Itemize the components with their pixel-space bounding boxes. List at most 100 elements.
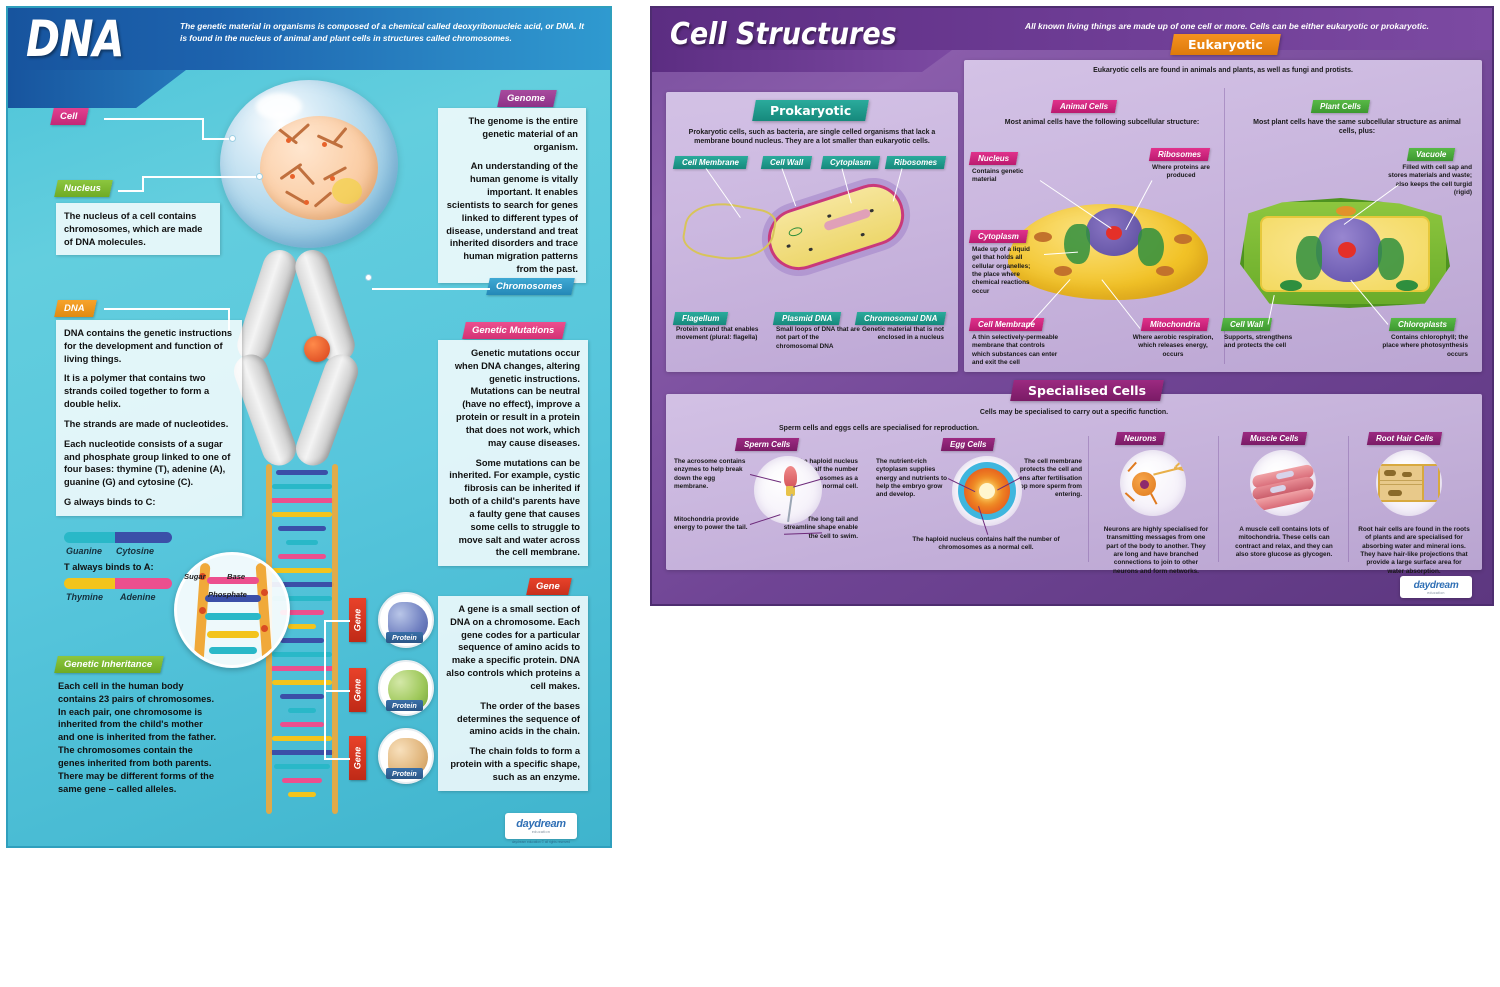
gene-text-2: The order of the bases determines the se… <box>457 700 580 737</box>
dna-text-2: It is a polymer that contains two strand… <box>64 373 210 410</box>
label-nucleus: Nucleus <box>54 180 113 197</box>
leader-gene-3 <box>324 758 350 760</box>
genome-text-1: The genome is the entire genetic materia… <box>468 116 578 152</box>
protein-caption-3: Protein <box>386 768 423 779</box>
prokaryotic-text-flagellum: Protein strand that enables movement (pl… <box>676 326 759 342</box>
specialised-divider-3 <box>1348 436 1349 562</box>
plant-text-cell-wall: Supports, strengthens and protects the c… <box>1224 334 1293 350</box>
cell-logo-tagline: education <box>1427 590 1445 595</box>
base-bar-guanine <box>64 532 117 543</box>
eukaryotic-intro: Eukaryotic cells are found in animals an… <box>1093 67 1353 74</box>
root-hair-cell-illustration <box>1376 450 1442 516</box>
nucleus-description: The nucleus of a cell contains chromosom… <box>56 203 220 256</box>
root-hair-cells-text: Root hair cells are found in the roots o… <box>1358 526 1470 575</box>
animal-label-ribosomes: Ribosomes <box>1148 148 1211 161</box>
plant-cell-illustration <box>1240 198 1450 308</box>
mutations-description: Genetic mutations occur when DNA changes… <box>438 340 588 567</box>
plant-text-vacuole: Filled with cell sap and stores material… <box>1388 164 1472 196</box>
gene-text-3: The chain folds to form a protein with a… <box>450 746 580 782</box>
cell-poster-header <box>652 8 1492 50</box>
base-bar-cytosine <box>115 532 172 543</box>
mutations-text-2: Some mutations can be inherited. For exa… <box>449 457 580 558</box>
dna-title-banner-tail <box>8 70 186 108</box>
prokaryotic-intro: Prokaryotic cells, such as bacteria, are… <box>688 129 936 146</box>
dna-text-1: DNA contains the genetic instructions fo… <box>64 328 233 364</box>
cell-poster-subtitle: All known living things are made up of o… <box>1025 21 1429 31</box>
base-bar-adenine <box>115 578 172 589</box>
animal-text-mitochondria: Where aerobic respiration, which release… <box>1132 334 1214 358</box>
label-chromosomes: Chromosomes <box>486 278 575 295</box>
animal-label-cytoplasm: Cytoplasm <box>968 230 1029 243</box>
label-genetic-inheritance: Genetic Inheritance <box>54 656 164 673</box>
cell-structures-poster: Cell Structures All known living things … <box>650 6 1494 606</box>
animal-label-nucleus: Nucleus <box>968 152 1019 165</box>
leader-nucleus-3 <box>142 176 258 178</box>
neurons-text: Neurons are highly specialised for trans… <box>1103 526 1209 575</box>
daydream-logo-dna: daydream education <box>505 813 577 839</box>
leader-gene-2 <box>324 690 350 692</box>
prokaryotic-label-plasmid-dna: Plasmid DNA <box>772 312 842 325</box>
animal-cells-heading: Animal Cells <box>1050 100 1118 113</box>
label-genetic-mutations: Genetic Mutations <box>462 322 567 339</box>
label-genome: Genome <box>497 90 557 107</box>
genome-text-2: An understanding of the human genome is … <box>446 161 578 275</box>
dna-poster: DNA The genetic material in organisms is… <box>6 6 612 848</box>
specialised-divider-2 <box>1218 436 1219 562</box>
leader-dot-cell <box>229 135 236 142</box>
plant-cells-heading: Plant Cells <box>1310 100 1371 113</box>
sperm-note-haploid: The haploid nucleus contains half the nu… <box>782 458 858 490</box>
neurons-heading: Neurons <box>1114 432 1166 445</box>
plant-cells-intro: Most plant cells have the same subcellul… <box>1253 119 1461 136</box>
base-label-guanine: Guanine <box>66 546 103 556</box>
mutations-text-1: Genetic mutations occur when DNA changes… <box>454 348 580 448</box>
base-bar-thymine <box>64 578 117 589</box>
dna-text-3: The strands are made of nucleotides. <box>64 418 229 429</box>
daydream-logo-cell: daydream education <box>1400 576 1472 598</box>
protein-caption-2: Protein <box>386 700 423 711</box>
base-label-cytosine: Cytosine <box>116 546 155 556</box>
muscle-cells-text: A muscle cell contains lots of mitochond… <box>1235 526 1333 558</box>
magnifier-label-sugar: Sugar <box>184 572 206 581</box>
leader-dot-chromosomes <box>365 274 372 281</box>
magnifier-label-base: Base <box>227 572 246 581</box>
dna-poster-title: DNA <box>26 10 124 68</box>
leader-cell-3 <box>202 138 232 140</box>
egg-cell-illustration <box>952 456 1022 526</box>
nucleotide-magnifier <box>174 552 290 668</box>
animal-text-cell-membrane: A thin selectively-permeable membrane th… <box>972 334 1059 366</box>
leader-gene-spine <box>324 620 326 760</box>
magnifier-label-phosphate: Phosphate <box>208 590 247 599</box>
root-hair-cells-heading: Root Hair Cells <box>1366 432 1443 445</box>
prokaryotic-label-ribosomes: Ribosomes <box>884 156 947 169</box>
sperm-note-acrosome: The acrosome contains enzymes to help br… <box>674 458 746 490</box>
leader-chromosomes <box>372 288 490 290</box>
dna-text-4: Each nucleotide consists of a sugar and … <box>64 438 231 488</box>
animal-text-nucleus: Contains genetic material <box>972 168 1024 184</box>
prokaryotic-text-plasmid-dna: Small loops of DNA that are not part of … <box>776 326 860 350</box>
leader-cell <box>104 118 204 120</box>
dna-text-5: G always binds to C: <box>64 497 156 508</box>
gene-tag-2: Gene <box>349 668 366 712</box>
dna-poster-header <box>8 8 610 70</box>
egg-cells-heading: Egg Cells <box>940 438 996 451</box>
egg-note-membrane: The cell membrane protects the cell and … <box>1005 458 1082 499</box>
neuron-illustration <box>1120 450 1186 516</box>
sperm-cell-illustration <box>754 456 822 524</box>
prokaryotic-label-cell-wall: Cell Wall <box>760 156 813 169</box>
eukaryotic-heading: Eukaryotic <box>1170 34 1281 55</box>
eukaryotic-divider <box>1224 88 1225 364</box>
logo-name: daydream <box>516 818 566 830</box>
specialised-cells-intro: Cells may be specialised to carry out a … <box>979 409 1169 416</box>
egg-note-haploid: The haploid nucleus contains half the nu… <box>912 536 1060 552</box>
plant-label-chloroplasts: Chloroplasts <box>1388 318 1457 331</box>
chromosome-illustration <box>229 245 394 474</box>
specialised-cells-heading: Specialised Cells <box>1010 380 1164 401</box>
leader-cell-2 <box>202 118 204 140</box>
prokaryotic-label-chromosomal-dna: Chromosomal DNA <box>854 312 947 325</box>
inheritance-text: Each cell in the human body contains 23 … <box>58 681 217 794</box>
plant-label-cell-wall: Cell Wall <box>1220 318 1273 331</box>
prokaryotic-text-chromosomal-dna: Genetic material that is not enclosed in… <box>861 326 944 342</box>
prokaryotic-label-cytoplasm: Cytoplasm <box>820 156 881 169</box>
nucleus-description-text: The nucleus of a cell contains chromosom… <box>64 211 203 247</box>
